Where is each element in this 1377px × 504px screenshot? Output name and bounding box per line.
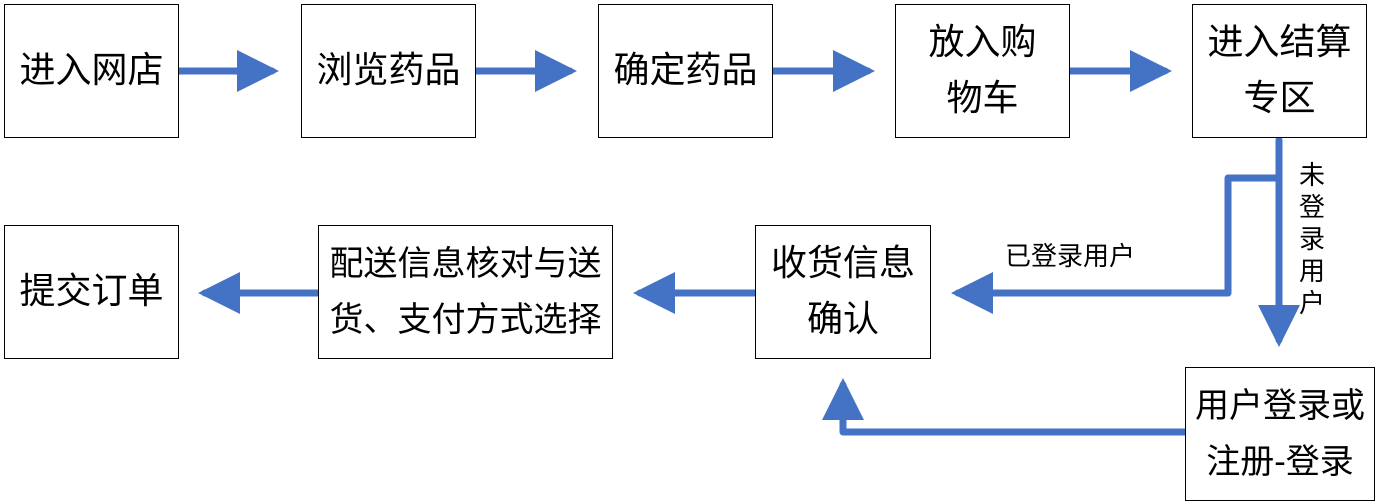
node-enter-shop: 进入网店	[4, 4, 179, 138]
edge-label-char: 未	[1298, 161, 1325, 191]
edge-label-logged-in: 已登录用户	[1005, 242, 1136, 272]
node-label-line1: 用户登录或	[1195, 386, 1365, 426]
node-label: 提交订单	[19, 271, 164, 312]
node-label-line1: 配送信息核对与送	[329, 244, 602, 284]
node-label-line2: 注册-登录	[1206, 442, 1354, 482]
node-label-line2: 货、支付方式选择	[329, 300, 602, 340]
node-delivery-payment: 配送信息核对与送 货、支付方式选择	[318, 225, 613, 359]
node-browse-drugs: 浏览药品	[301, 4, 476, 138]
edge-label-char: 用	[1298, 257, 1325, 287]
node-checkout-area: 进入结算 专区	[1192, 4, 1367, 138]
edge-label-char: 登	[1298, 193, 1325, 223]
arrow-logged-in-to-receiver	[951, 174, 1283, 314]
node-receiver-info: 收货信息 确认	[755, 225, 931, 359]
node-label-line2: 物车	[946, 78, 1019, 119]
node-label-line2: 专区	[1243, 78, 1316, 119]
edge-label-not-logged-in: 未 登 录 用 户	[1297, 160, 1327, 320]
edge-label-char: 户	[1298, 289, 1325, 319]
node-label-line2: 确认	[806, 299, 879, 340]
edge-label-char: 录	[1298, 225, 1325, 255]
node-confirm-drugs: 确定药品	[598, 4, 773, 138]
arrow-login-to-receiver	[822, 378, 1189, 436]
node-label-line1: 放入购	[928, 22, 1037, 63]
node-label: 确定药品	[613, 50, 758, 91]
node-label: 进入网店	[19, 50, 164, 91]
node-login-register: 用户登录或 注册-登录	[1185, 367, 1375, 501]
node-label: 浏览药品	[316, 50, 461, 91]
node-label-line1: 进入结算	[1207, 22, 1352, 63]
node-label-line1: 收货信息	[770, 243, 915, 284]
node-add-to-cart: 放入购 物车	[895, 4, 1070, 138]
node-submit-order: 提交订单	[4, 225, 179, 359]
